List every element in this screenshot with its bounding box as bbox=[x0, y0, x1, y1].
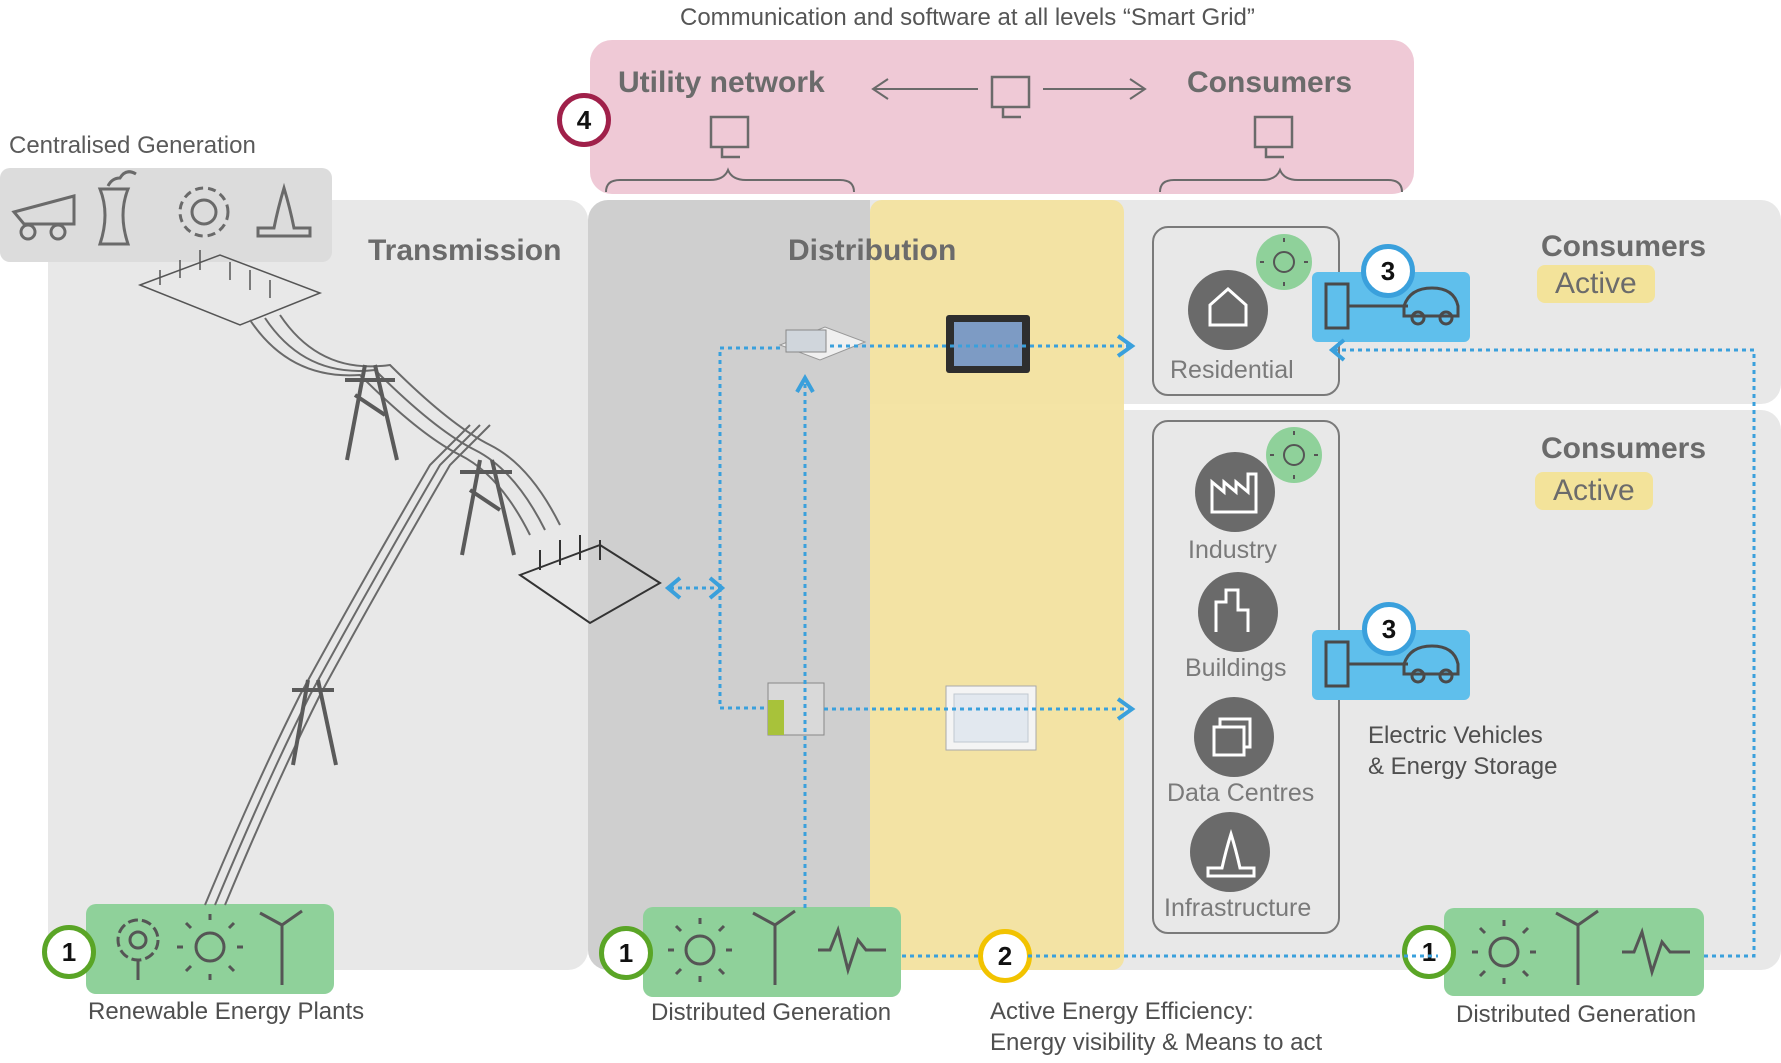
badge-1-renewable: 1 bbox=[42, 925, 96, 979]
residential-circle bbox=[1188, 270, 1268, 350]
arrowheads bbox=[664, 334, 1346, 721]
distribution-title: Distribution bbox=[788, 234, 957, 267]
buildings-icon bbox=[1214, 588, 1250, 632]
ev-charger-car-icon bbox=[1324, 282, 1460, 330]
dotted-communication-lines bbox=[670, 344, 1756, 958]
industry-label: Industry bbox=[1188, 536, 1277, 564]
consumers-title: Consumers bbox=[1187, 66, 1353, 99]
sun-icon bbox=[668, 918, 732, 982]
coal-mine-cart-icon bbox=[11, 194, 76, 241]
transformer-substation-icon bbox=[517, 535, 662, 625]
transmission-title: Transmission bbox=[368, 234, 562, 267]
ev-caption-line1: Electric Vehicles bbox=[1368, 722, 1543, 749]
buildings-circle bbox=[1198, 572, 1278, 652]
sun-icon bbox=[1472, 920, 1536, 984]
active-tag-top: Active bbox=[1537, 265, 1655, 303]
factory-icon bbox=[1210, 472, 1258, 514]
substation-device-icon bbox=[778, 326, 867, 361]
efficiency-line1: Active Energy Efficiency: bbox=[990, 998, 1254, 1025]
gear-icon bbox=[178, 186, 230, 238]
power-substation-icon bbox=[137, 250, 323, 326]
gas-flame-icon bbox=[256, 182, 312, 238]
consumers-title-bottom: Consumers bbox=[1541, 432, 1707, 465]
pylon-icon bbox=[460, 459, 516, 556]
wind-turbine-icon bbox=[1555, 909, 1599, 985]
brace-right bbox=[1159, 167, 1403, 193]
badge-3-bottom: 3 bbox=[1362, 602, 1416, 656]
nuclear-cooling-tower-icon bbox=[97, 170, 137, 246]
monitor-icon bbox=[1253, 115, 1294, 159]
centralised-generation-label: Centralised Generation bbox=[9, 132, 256, 159]
sun-icon bbox=[1260, 238, 1308, 286]
buildings-label: Buildings bbox=[1185, 654, 1287, 682]
solar-badge-industry bbox=[1266, 427, 1322, 483]
pulse-icon bbox=[1622, 927, 1690, 978]
badge-1-distributed-b: 1 bbox=[1402, 925, 1456, 979]
active-tag-bottom: Active bbox=[1535, 472, 1653, 510]
flower-icon bbox=[116, 918, 160, 980]
smart-grid-caption: Communication and software at all levels… bbox=[680, 4, 1255, 31]
utility-network-title: Utility network bbox=[618, 66, 825, 99]
ev-charger-car-icon bbox=[1324, 640, 1460, 688]
solar-badge-residential bbox=[1256, 234, 1312, 290]
house-icon bbox=[1208, 286, 1248, 327]
cabinet-device-icon bbox=[767, 682, 825, 736]
monitor-icon bbox=[990, 75, 1031, 119]
data-centre-icon bbox=[1212, 717, 1252, 757]
data-centres-circle bbox=[1194, 697, 1274, 777]
badge-1-distributed-a: 1 bbox=[599, 926, 653, 980]
pylon-icon bbox=[345, 364, 399, 461]
brace-left bbox=[605, 167, 855, 193]
distributed-generation-label-1: Distributed Generation bbox=[651, 999, 892, 1026]
flame-icon bbox=[1206, 828, 1256, 878]
infrastructure-label: Infrastructure bbox=[1164, 894, 1312, 922]
consumers-title-top: Consumers bbox=[1541, 230, 1707, 263]
wind-turbine-icon bbox=[752, 909, 796, 985]
control-screen-icon bbox=[945, 685, 1037, 751]
monitor-icon bbox=[709, 115, 750, 159]
distributed-generation-label-2: Distributed Generation bbox=[1456, 1001, 1697, 1028]
transmission-zone bbox=[48, 200, 588, 970]
badge-3-top: 3 bbox=[1361, 244, 1415, 298]
wind-turbine-icon bbox=[259, 909, 303, 985]
data-centres-label: Data Centres bbox=[1167, 779, 1315, 807]
ev-caption-line2: & Energy Storage bbox=[1368, 753, 1558, 780]
touch-panel-icon bbox=[946, 315, 1030, 373]
pylon-icon bbox=[291, 679, 338, 766]
infrastructure-circle bbox=[1190, 812, 1270, 892]
efficiency-line2: Energy visibility & Means to act bbox=[990, 1029, 1323, 1056]
badge-4: 4 bbox=[557, 93, 611, 147]
sun-icon bbox=[177, 914, 243, 980]
pulse-icon bbox=[818, 925, 886, 976]
sun-icon bbox=[1270, 431, 1318, 479]
residential-label: Residential bbox=[1170, 356, 1294, 384]
renewable-plants-label: Renewable Energy Plants bbox=[88, 998, 365, 1025]
